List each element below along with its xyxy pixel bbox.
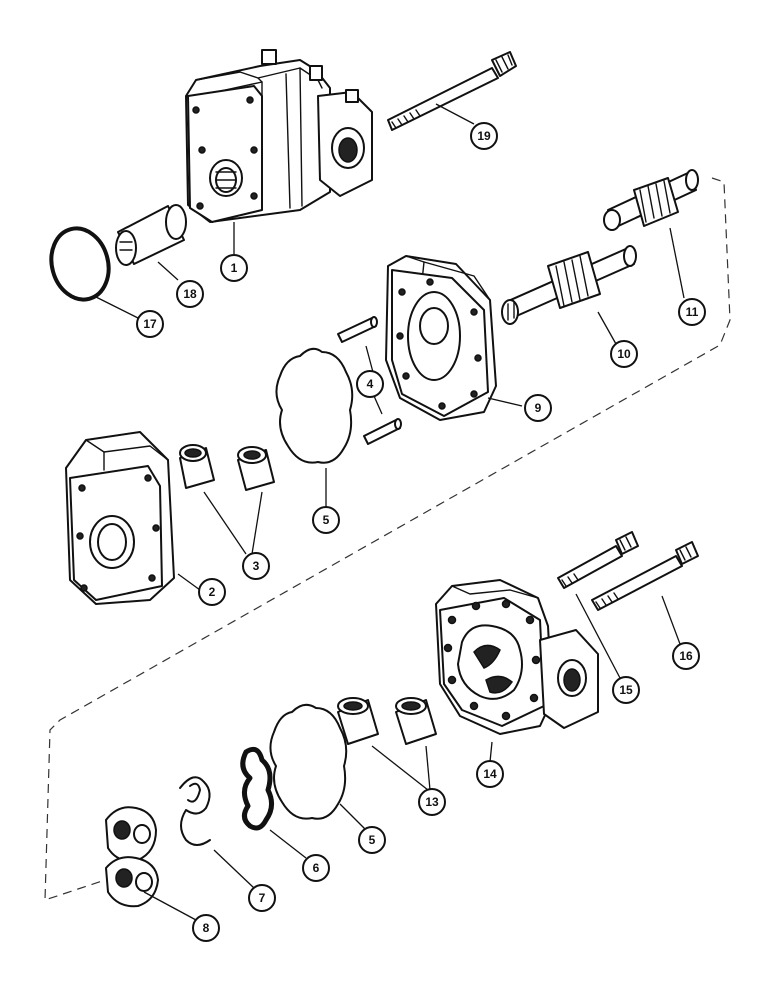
callout-item-10: 10 (610, 340, 638, 368)
callout-label: 18 (183, 287, 197, 301)
bolt-part-15 (557, 531, 639, 589)
rear-housing-part-14 (435, 579, 599, 735)
callout-label: 2 (209, 585, 216, 599)
callout-label: 19 (477, 129, 491, 143)
callout-item-15: 15 (612, 676, 640, 704)
callout-item-6: 6 (302, 854, 330, 882)
callout-label: 5 (323, 513, 330, 527)
bushings-part-13 (337, 697, 437, 745)
callout-label: 5 (369, 833, 376, 847)
dashed-group-outline (44, 177, 731, 901)
callout-item-16: 16 (672, 642, 700, 670)
drive-gear-part-10 (501, 245, 637, 325)
center-plate-part-9 (385, 255, 497, 421)
front-cover-part-2 (65, 431, 175, 605)
leader-lines (93, 103, 685, 921)
callout-label: 17 (143, 317, 157, 331)
callout-label: 14 (483, 767, 497, 781)
callout-item-14: 14 (476, 760, 504, 788)
callout-label: 3 (253, 559, 260, 573)
coupling-sleeve-part-18 (115, 204, 187, 266)
callout-item-5-upper: 5 (312, 506, 340, 534)
callout-label: 4 (367, 377, 374, 391)
callout-item-11: 11 (678, 298, 706, 326)
dowel-pins-part-4 (337, 316, 402, 445)
callout-label: 6 (313, 861, 320, 875)
callout-label: 15 (619, 683, 633, 697)
driven-gear-part-11 (603, 169, 699, 231)
callout-item-18: 18 (176, 280, 204, 308)
callout-label: 8 (203, 921, 210, 935)
callout-item-8: 8 (192, 914, 220, 942)
callout-item-2: 2 (198, 578, 226, 606)
callout-label: 11 (686, 305, 699, 319)
callout-label: 1 (231, 261, 238, 275)
callout-label: 16 (679, 649, 693, 663)
pump-assembly-part-1 (185, 49, 373, 223)
callout-item-1: 1 (220, 254, 248, 282)
callout-item-4: 4 (356, 370, 384, 398)
callout-item-19: 19 (470, 122, 498, 150)
callout-label: 7 (259, 891, 266, 905)
seal-part-6 (240, 746, 274, 831)
callout-item-13: 13 (418, 788, 446, 816)
bolt-part-19 (387, 51, 517, 131)
bushings-part-3-upper (179, 444, 275, 491)
wear-plates-part-8 (105, 806, 159, 908)
bolt-part-16 (591, 541, 699, 611)
callout-item-5-lower: 5 (358, 826, 386, 854)
gasket-part-5-lower (269, 703, 348, 820)
callout-label: 13 (425, 795, 439, 809)
callout-item-7: 7 (248, 884, 276, 912)
gasket-part-5-upper (275, 347, 354, 464)
callout-label: 10 (617, 347, 631, 361)
callout-label: 9 (535, 401, 542, 415)
callout-item-9: 9 (524, 394, 552, 422)
callout-item-3: 3 (242, 552, 270, 580)
callout-item-17: 17 (136, 310, 164, 338)
o-ring-part-17 (49, 226, 111, 302)
wire-seal-part-7 (179, 776, 211, 846)
